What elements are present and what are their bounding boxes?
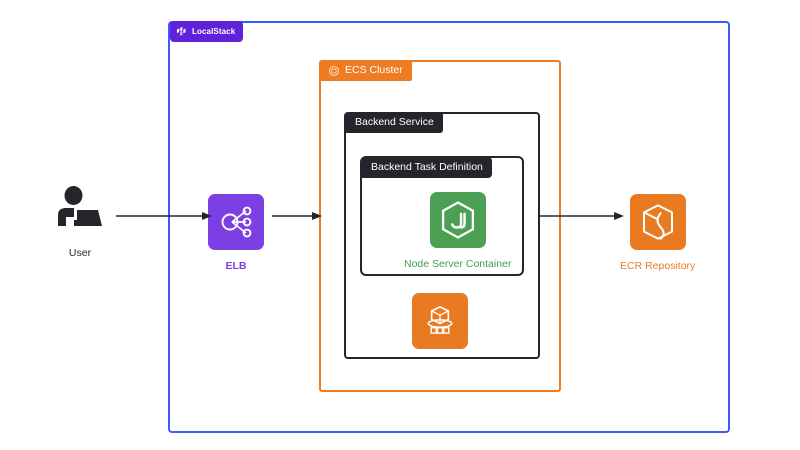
elb-icon [208, 194, 264, 250]
localstack-badge: LocalStack [170, 21, 244, 42]
node-server-container-label: Node Server Container [404, 258, 512, 270]
localstack-label: LocalStack [192, 26, 236, 36]
nodejs-icon [429, 192, 486, 248]
node-ecr-repository: ECR Repository [620, 194, 695, 272]
user-label: User [68, 247, 92, 259]
node-user: User [52, 186, 108, 259]
ecs-cluster-boundary [319, 60, 561, 392]
arrow-service-to-ecr [540, 209, 624, 221]
ecr-repository-label: ECR Repository [620, 260, 696, 272]
node-elb: ELB [208, 194, 264, 272]
backend-service-badge: Backend Service [346, 112, 443, 133]
arrow-user-to-elb [116, 209, 212, 221]
ecs-cluster-label: ECS Cluster [345, 64, 403, 77]
backend-task-definition-label: Backend Task Definition [371, 161, 483, 174]
backend-task-definition-badge: Backend Task Definition [362, 157, 492, 178]
ecs-cluster-badge: ECS Cluster [321, 60, 412, 81]
node-server-container: Node Server Container [404, 192, 511, 270]
ecs-cluster-icon [328, 65, 340, 77]
localstack-boundary [168, 21, 730, 433]
ecr-icon [629, 194, 686, 250]
localstack-logo-icon [176, 26, 187, 37]
elb-label: ELB [225, 260, 247, 272]
arrow-elb-to-ecs [272, 209, 322, 221]
ecs-container-icon [412, 293, 468, 349]
backend-service-label: Backend Service [355, 116, 434, 129]
user-laptop-icon [52, 186, 108, 234]
node-ecs-task [412, 293, 468, 360]
